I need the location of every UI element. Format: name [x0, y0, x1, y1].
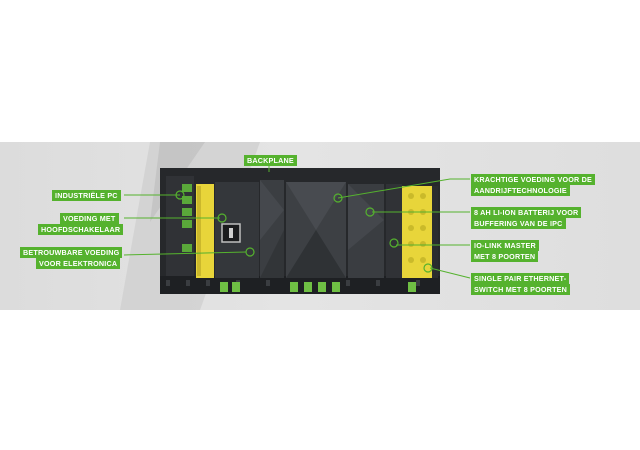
label-spe-line1: SINGLE PAIR ETHERNET- — [471, 273, 570, 284]
label-backplane: BACKPLANE — [244, 155, 297, 166]
faceted-module-4 — [386, 184, 402, 278]
label-battery-line2: BUFFERING VAN DE IPC — [471, 218, 566, 229]
label-drive-power-line2: AANDRIJFTECHNOLOGIE — [471, 185, 570, 196]
label-iolink-line1: IO-LINK MASTER — [471, 240, 539, 251]
faceted-module-3 — [348, 184, 384, 278]
bottom-green-connectors — [220, 282, 416, 292]
label-industrial-pc: INDUSTRIËLE PC — [52, 190, 121, 201]
label-iolink-line2: MET 8 POORTEN — [471, 251, 539, 262]
faceted-module-1 — [260, 180, 284, 278]
faceted-module-2 — [286, 182, 346, 278]
yellow-module-right — [402, 186, 432, 278]
label-reliable-power-line1: BETROUWBARE VOEDING — [20, 247, 123, 258]
label-drive-power-line1: KRACHTIGE VOEDING VOOR DE — [471, 174, 596, 185]
label-power-switch-line1: VOEDING MET — [60, 213, 119, 224]
green-terminals-left — [182, 184, 192, 252]
label-power-switch-line2: HOOFDSCHAKELAAR — [38, 224, 124, 235]
label-reliable-power-line2: VOOR ELEKTRONICA — [36, 258, 121, 269]
label-spe-line2: SWITCH MET 8 POORTEN — [471, 284, 571, 295]
label-battery-line1: 8 AH LI-ION BATTERIJ VOOR — [471, 207, 582, 218]
